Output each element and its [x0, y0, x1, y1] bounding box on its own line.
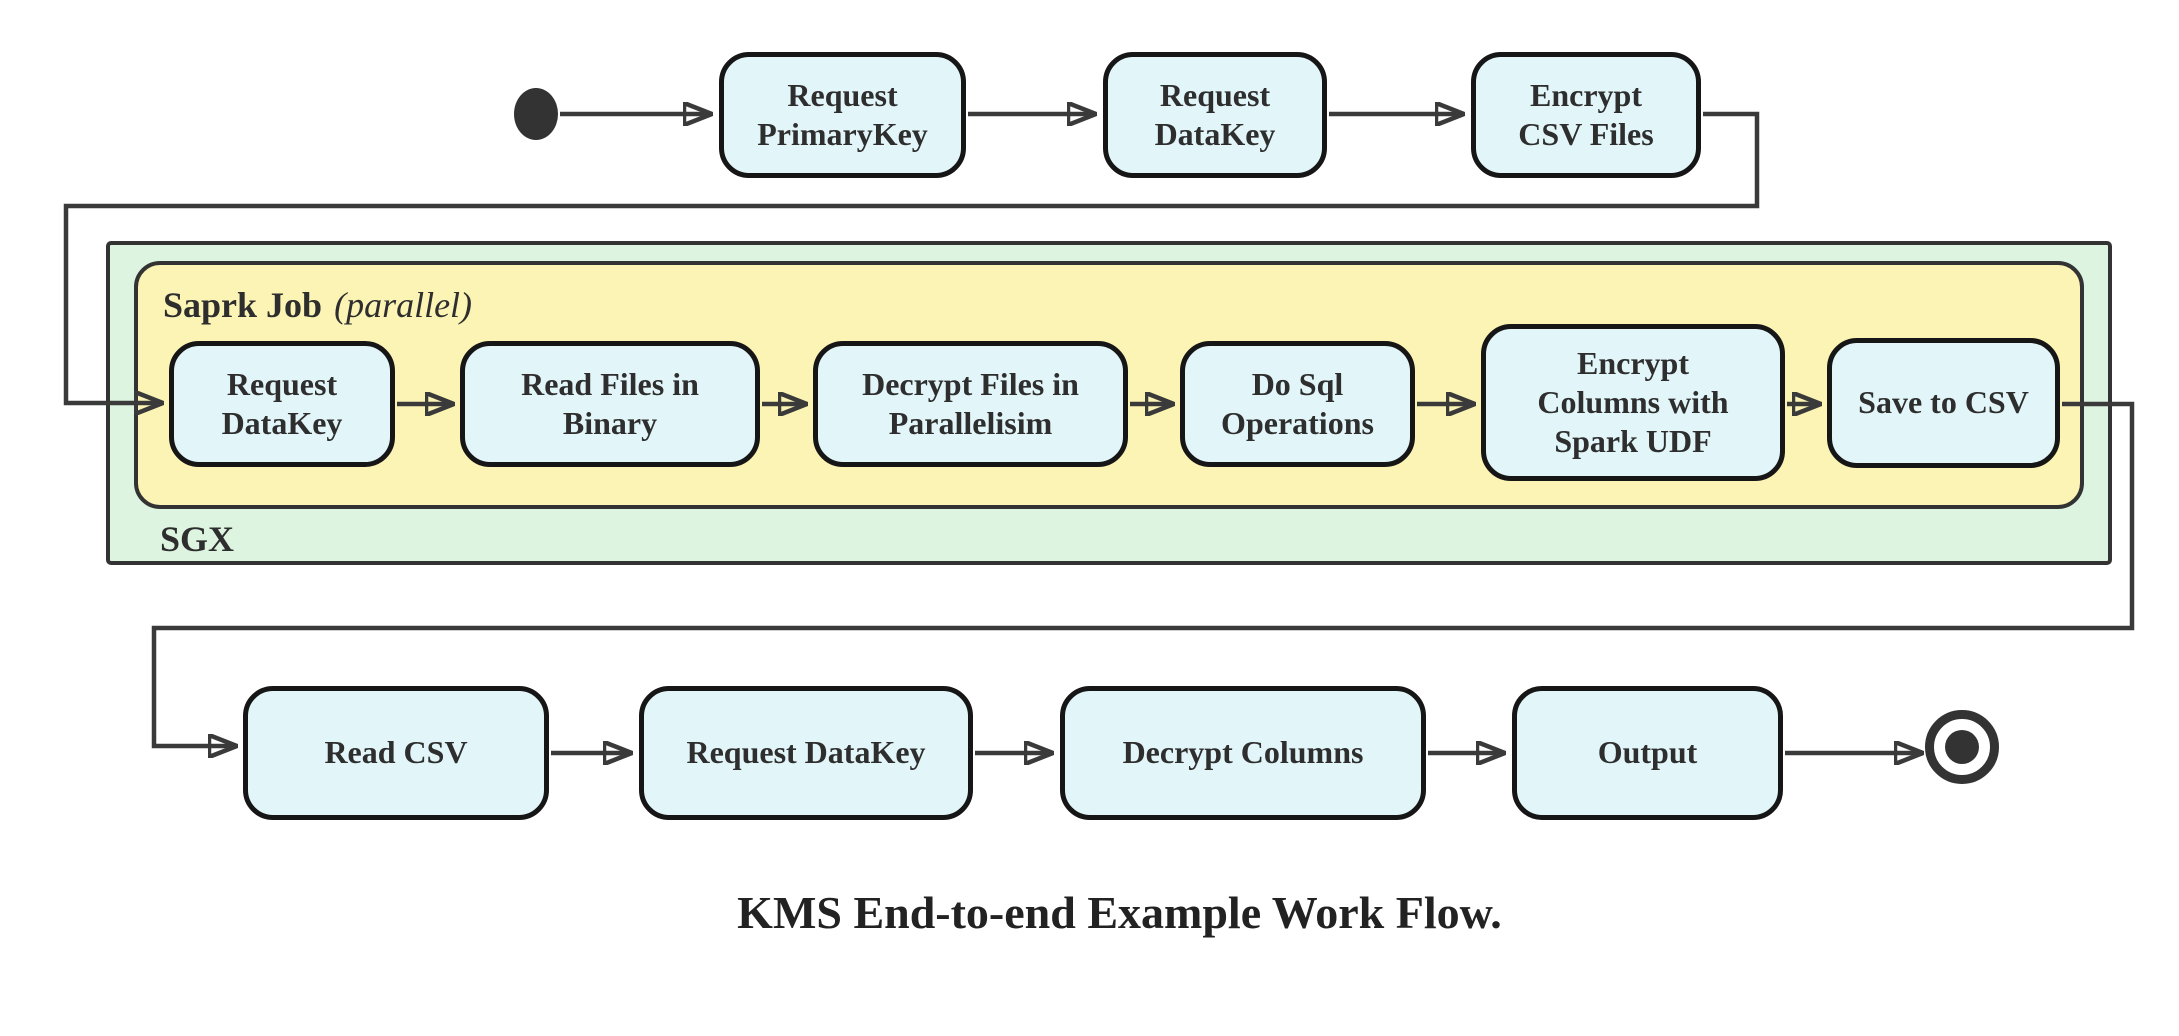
node-sgx-request-datakey: Request DataKey — [169, 341, 395, 467]
node-label: Output — [1597, 734, 1698, 771]
node-label: Do Sql Operations — [1221, 365, 1374, 441]
node-label: Encrypt Columns with Spark UDF — [1537, 344, 1729, 460]
spark-job-label: Saprk Job (parallel) — [163, 284, 472, 326]
node-request-datakey-top: Request DataKey — [1103, 52, 1327, 178]
node-label: Save to CSV — [1858, 384, 2029, 421]
node-label: Read Files in Binary — [521, 365, 699, 441]
node-label: Request DataKey — [221, 365, 343, 441]
node-label: Read CSV — [324, 734, 468, 771]
node-request-primarykey: Request PrimaryKey — [719, 52, 966, 178]
edge-encrypt-csv-to-sgx-request-datakey — [63, 111, 1760, 403]
node-encrypt-csv-files: Encrypt CSV Files — [1471, 52, 1701, 178]
node-do-sql-operations: Do Sql Operations — [1180, 341, 1415, 467]
end-node-icon — [1925, 710, 1999, 784]
sgx-label: SGX — [160, 519, 235, 559]
edge-save-csv-to-read-csv — [151, 401, 2135, 746]
node-decrypt-columns: Decrypt Columns — [1060, 686, 1426, 820]
spark-job-label-name: Saprk Job — [163, 285, 323, 325]
node-label: Request DataKey — [686, 734, 926, 771]
node-label: Decrypt Columns — [1122, 734, 1364, 771]
start-node-icon — [514, 88, 558, 140]
node-label: Encrypt CSV Files — [1518, 76, 1654, 152]
node-label: Request DataKey — [1154, 76, 1276, 152]
node-encrypt-columns-with-spark-udf: Encrypt Columns with Spark UDF — [1481, 324, 1785, 481]
node-read-files-in-binary: Read Files in Binary — [460, 341, 760, 467]
node-label: Decrypt Files in Parallelisim — [862, 365, 1079, 441]
node-request-datakey-bottom: Request DataKey — [639, 686, 973, 820]
node-save-to-csv: Save to CSV — [1827, 338, 2060, 468]
spark-job-label-qualifier: (parallel) — [334, 285, 473, 325]
diagram-caption: KMS End-to-end Example Work Flow. — [737, 887, 1502, 938]
node-read-csv: Read CSV — [243, 686, 549, 820]
node-label: Request PrimaryKey — [757, 76, 928, 152]
node-decrypt-files-in-parallelisim: Decrypt Files in Parallelisim — [813, 341, 1128, 467]
end-node-inner-dot — [1945, 730, 1979, 764]
node-output: Output — [1512, 686, 1783, 820]
